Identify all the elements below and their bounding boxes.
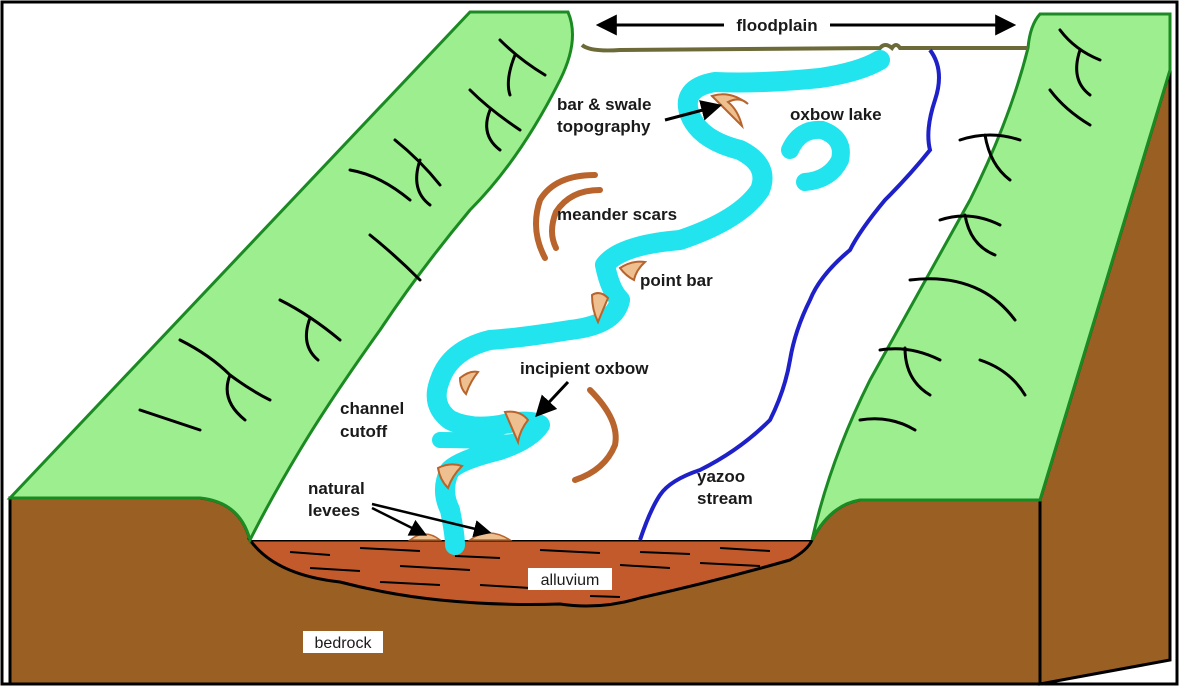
label-bar-swale-line1: bar & swale: [557, 95, 652, 114]
label-alluvium: alluvium: [541, 572, 600, 589]
label-channel-cutoff-line1: channel: [340, 399, 404, 418]
label-natural-levees-line1: natural: [308, 479, 365, 498]
label-meander-scars: meander scars: [557, 205, 677, 224]
label-point-bar: point bar: [640, 271, 713, 290]
label-bar-swale-line2: topography: [557, 117, 651, 136]
label-floodplain: floodplain: [736, 16, 817, 35]
label-yazoo-stream-line1: yazoo: [697, 467, 745, 486]
label-natural-levees-line2: levees: [308, 501, 360, 520]
label-oxbow-lake: oxbow lake: [790, 105, 882, 124]
label-yazoo-stream-line2: stream: [697, 489, 753, 508]
label-incipient-oxbow: incipient oxbow: [520, 359, 649, 378]
label-channel-cutoff-line2: cutoff: [340, 422, 388, 441]
label-bedrock: bedrock: [315, 635, 373, 652]
